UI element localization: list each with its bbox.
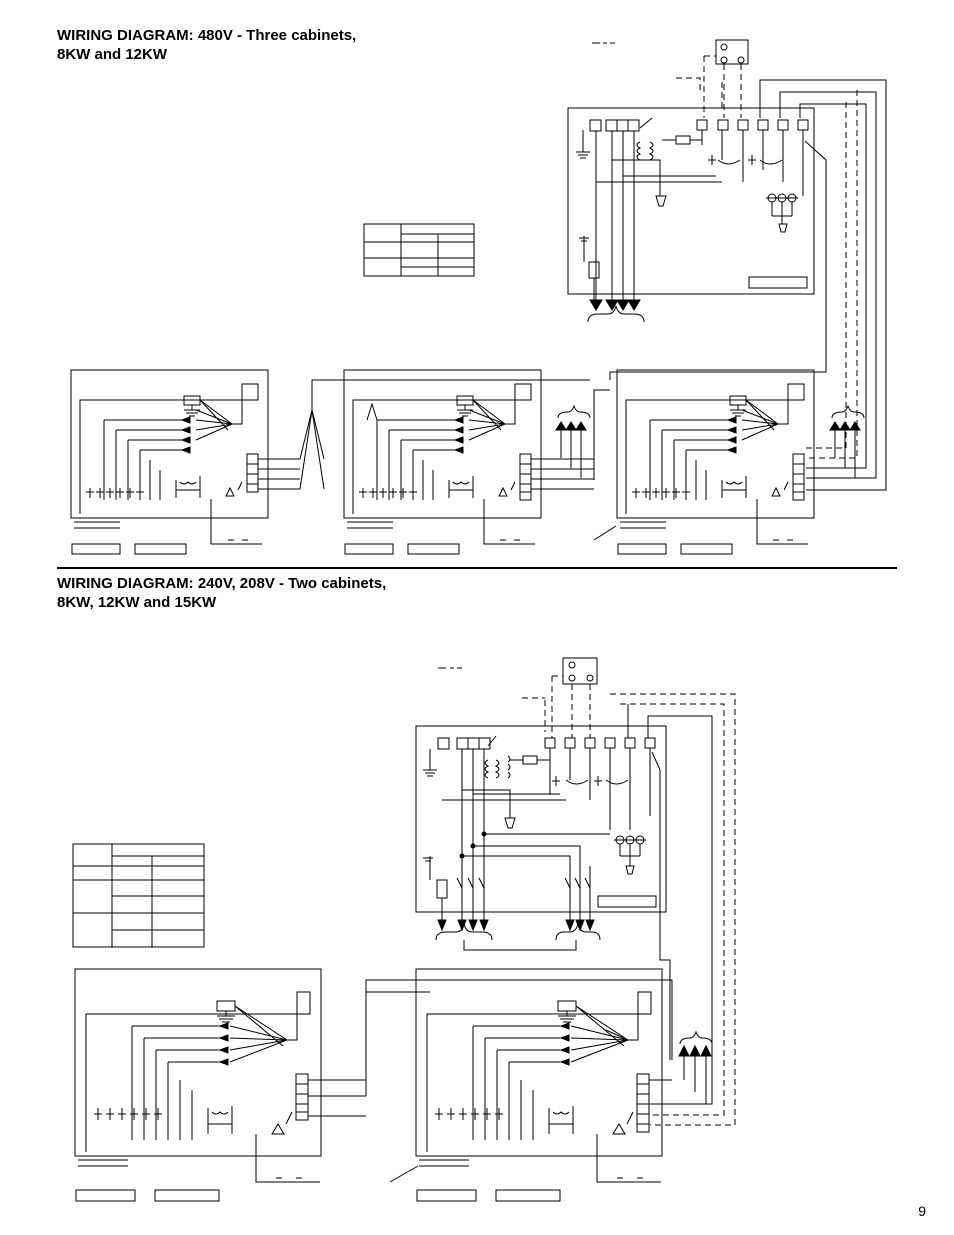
thermostat-480v — [716, 40, 748, 64]
inter-cabinet-links-480v — [300, 380, 610, 489]
heater-cabinet-2-240v — [390, 969, 712, 1201]
field-wiring-480v — [610, 80, 886, 490]
diagram-240v — [73, 658, 735, 1201]
diagram-480v — [71, 40, 886, 554]
diagram-240v-title-line-2: 8KW, 12KW and 15KW — [57, 594, 217, 611]
heater-cabinet-1-240v — [75, 969, 366, 1201]
section-divider — [57, 567, 897, 569]
control-box-480v — [568, 108, 814, 322]
diagram-480v-title: WIRING DIAGRAM: 480V - Three cabinets, 8… — [57, 26, 356, 64]
thermostat-wiring-240v — [522, 676, 735, 1125]
field-wiring-240v — [628, 704, 712, 1104]
thermostat-wiring-480v — [676, 56, 741, 118]
rating-table-240v — [73, 844, 204, 947]
page-number: 9 — [918, 1203, 926, 1219]
diagram-480v-title-line-2: 8KW and 12KW — [57, 46, 168, 63]
heater-cabinet-3-480v — [594, 370, 864, 554]
diagram-480v-title-line-1: WIRING DIAGRAM: 480V - Three cabinets, — [57, 27, 357, 44]
heater-cabinet-1-480v — [71, 370, 300, 554]
diagram-240v-title-line-1: WIRING DIAGRAM: 240V, 208V - Two cabinet… — [57, 575, 387, 592]
field-wiring-dashed-480v — [806, 90, 857, 458]
control-box-240v — [416, 726, 666, 950]
diagram-240v-title: WIRING DIAGRAM: 240V, 208V - Two cabinet… — [57, 574, 386, 612]
thermostat-240v — [563, 658, 597, 684]
heater-cabinet-2-480v — [344, 370, 594, 554]
rating-table-480v — [364, 224, 474, 276]
control-box-label-plate — [749, 277, 807, 288]
inter-cabinet-links-240v — [366, 980, 672, 1096]
